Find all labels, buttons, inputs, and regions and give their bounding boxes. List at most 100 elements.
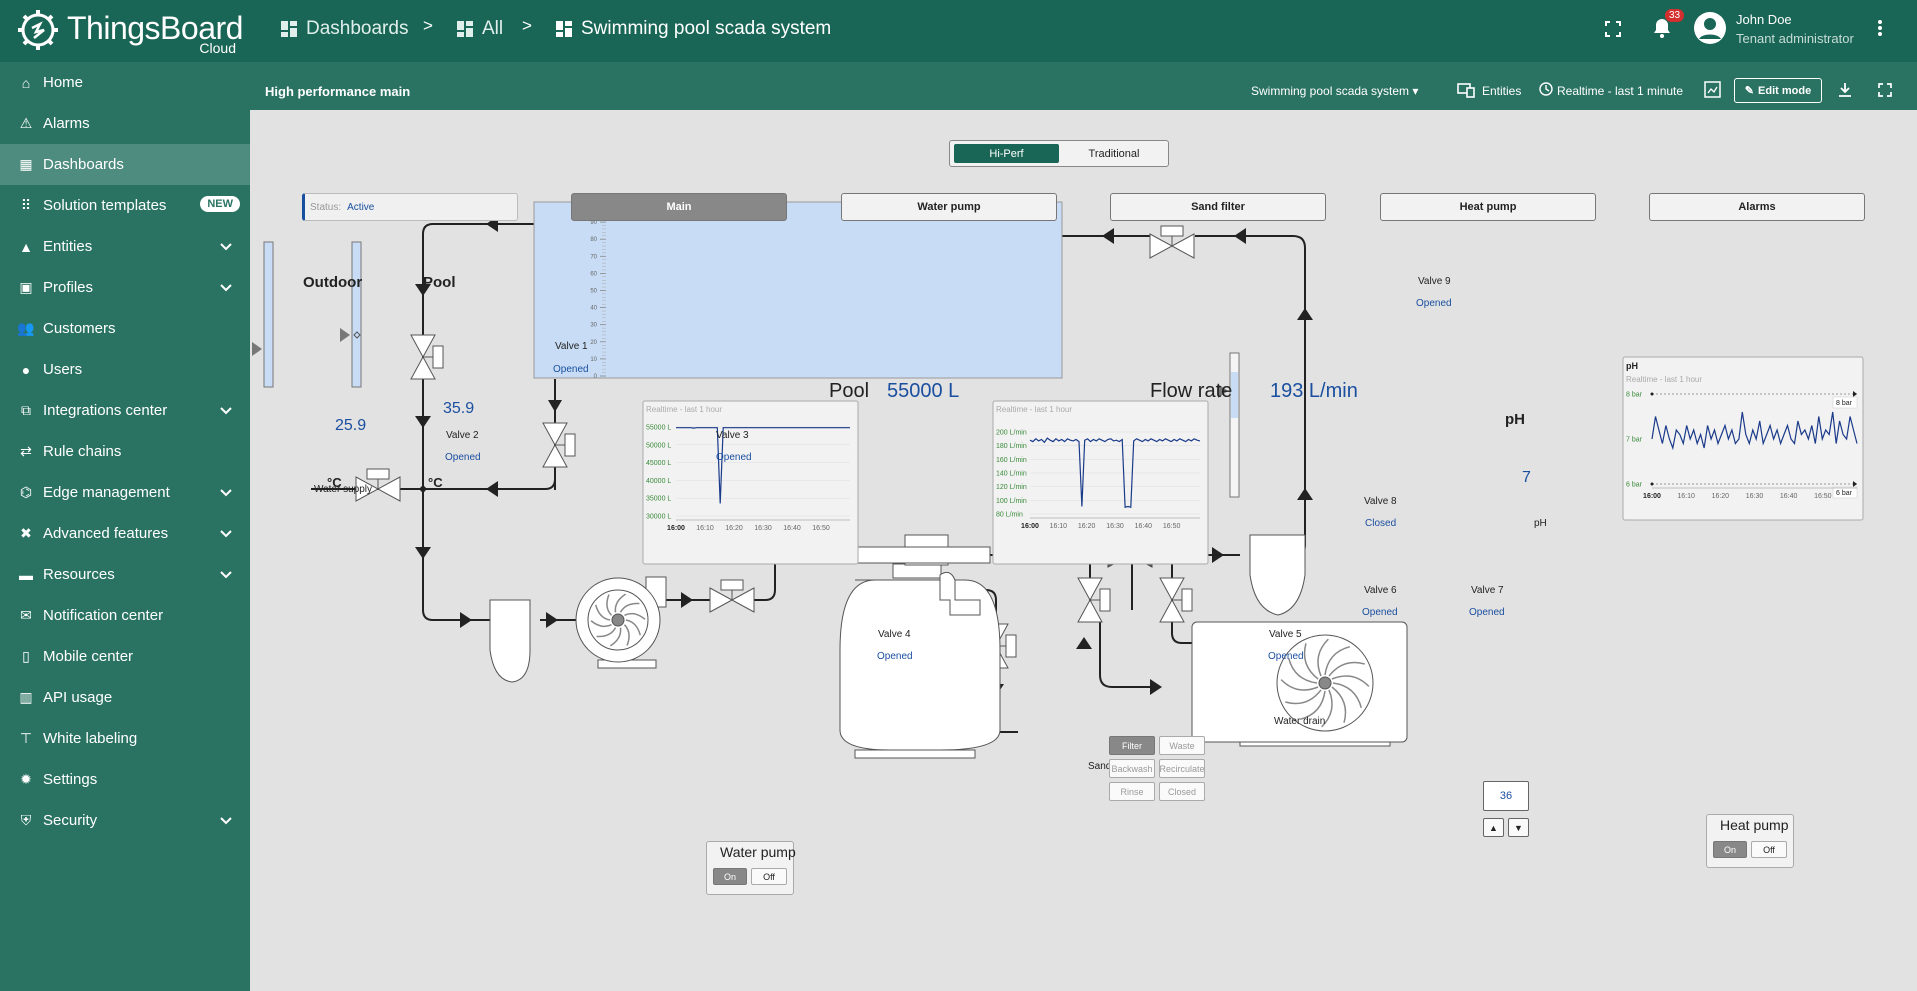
tank-tick-label: 40 (590, 306, 597, 312)
x-tick-label: 16:00 (1021, 523, 1039, 530)
breadcrumb-dashboards[interactable]: Dashboards (280, 18, 408, 40)
chevron-down-icon[interactable] (218, 566, 234, 582)
breadcrumb-all[interactable]: All (456, 18, 503, 40)
user-name[interactable]: John Doe (1736, 12, 1792, 27)
y-tick-label: 140 L/min (996, 471, 1027, 478)
edit-mode-label: Edit mode (1758, 84, 1812, 97)
valve-5-state: Opened (1268, 651, 1304, 662)
filter-mode-filter[interactable]: Filter (1109, 736, 1155, 755)
traditional-option[interactable]: Traditional (1088, 147, 1140, 160)
hiperf-option[interactable]: Hi-Perf (954, 144, 1059, 163)
sidebar-item-rule-chains[interactable]: ⇄Rule chains (0, 431, 250, 472)
setpoint-up-button[interactable]: ▲ (1483, 818, 1504, 837)
limit-arrow (1853, 481, 1857, 487)
heat-pump-off-button[interactable]: Off (1751, 841, 1787, 858)
sidebar-item-integrations-center[interactable]: ⧉Integrations center (0, 390, 250, 431)
valve-4-state: Opened (877, 651, 913, 662)
fan-blade (1317, 638, 1329, 677)
fan-blade (614, 593, 627, 613)
chart-subtitle: Realtime - last 1 hour (1626, 375, 1702, 384)
sidebar-item-alarms[interactable]: ⚠Alarms (0, 103, 250, 144)
brand-logo[interactable]: ThingsBoard Cloud (0, 0, 250, 62)
sidebar-item-label: Entities (43, 238, 93, 255)
valve-5-label[interactable]: Valve 5 (1269, 629, 1302, 640)
valve-2-label[interactable]: Valve 2 (446, 430, 479, 441)
sidebar-item-notification-center[interactable]: ✉Notification center (0, 595, 250, 636)
sidebar-item-mobile-center[interactable]: ▯Mobile center (0, 636, 250, 677)
valve-3-label[interactable]: Valve 3 (716, 430, 749, 441)
sidebar-item-security[interactable]: ⛨Security (0, 800, 250, 841)
filter-mode-backwash[interactable]: Backwash (1109, 759, 1155, 778)
outdoor-pointer-icon (252, 342, 262, 356)
more-vert-icon[interactable] (1870, 18, 1890, 38)
sidebar-item-profiles[interactable]: ▣Profiles (0, 267, 250, 308)
limit-badge (1832, 396, 1858, 409)
tank-tick-label: 10 (590, 357, 597, 363)
valve-9-label[interactable]: Valve 9 (1418, 276, 1451, 287)
sidebar-item-users[interactable]: ● Users (0, 349, 250, 390)
chevron-down-icon[interactable] (218, 484, 234, 500)
valve-1-label[interactable]: Valve 1 (555, 341, 588, 352)
sidebar-item-dashboards[interactable]: ▦Dashboards (0, 144, 250, 185)
valve-4-label[interactable]: Valve 4 (878, 629, 911, 640)
setpoint-down-button[interactable]: ▼ (1508, 818, 1529, 837)
filter-mode-recirculate[interactable]: Recirculate (1159, 759, 1205, 778)
chevron-down-icon[interactable] (218, 279, 234, 295)
pool-unit: °C (428, 475, 443, 490)
fan-blade (609, 627, 622, 647)
sidebar-item-label: Users (43, 361, 83, 378)
fullscreen-icon[interactable] (1603, 19, 1623, 39)
nav-alarms-button[interactable]: Alarms (1649, 193, 1865, 221)
valve-6-label[interactable]: Valve 6 (1364, 585, 1397, 596)
nav-heat-pump-button[interactable]: Heat pump (1380, 193, 1596, 221)
filter-mode-waste[interactable]: Waste (1159, 736, 1205, 755)
download-icon[interactable] (1837, 82, 1853, 98)
sidebar-item-home[interactable]: ⌂Home (0, 62, 250, 103)
edit-mode-button[interactable]: ✎Edit mode (1734, 78, 1822, 103)
avatar-icon[interactable] (1693, 11, 1727, 45)
fan-blade (1331, 675, 1370, 687)
chevron-down-icon[interactable] (218, 402, 234, 418)
tools-icon: ✖ (20, 525, 32, 541)
water-pump-off-button[interactable]: Off (751, 868, 787, 885)
valve-2-icon (355, 468, 401, 502)
dashboard-select[interactable]: Swimming pool scada system ▾ (1251, 84, 1418, 98)
sidebar-item-label: Security (43, 812, 98, 829)
y-tick-label: 120 L/min (996, 484, 1027, 491)
filter-mode-rinse[interactable]: Rinse (1109, 782, 1155, 801)
ph-gauge-fill (1231, 372, 1238, 418)
sidebar-item-advanced-features[interactable]: ✖Advanced features (0, 513, 250, 554)
nav-sand-filter-button[interactable]: Sand filter (1110, 193, 1326, 221)
chevron-down-icon[interactable] (218, 812, 234, 828)
chevron-down-icon[interactable] (218, 238, 234, 254)
x-tick-label: 16:20 (1078, 523, 1096, 530)
fullscreen-icon[interactable] (1877, 82, 1893, 98)
nav-water-pump-button[interactable]: Water pump (841, 193, 1057, 221)
nav-main-button[interactable]: Main (571, 193, 787, 221)
sidebar-item-edge-management[interactable]: ⌬Edge management (0, 472, 250, 513)
sidebar-item-entities[interactable]: ▲Entities (0, 226, 250, 267)
sidebar-item-white-labeling[interactable]: ⊤White labeling (0, 718, 250, 759)
series-line (1651, 411, 1858, 451)
timewindow-button[interactable]: Realtime - last 1 minute (1557, 84, 1684, 98)
integrations-icon: ⧉ (21, 402, 31, 418)
water-pump-on-button[interactable]: On (713, 868, 747, 885)
filter-mode-closed[interactable]: Closed (1159, 782, 1205, 801)
fan-blade (624, 612, 646, 620)
sidebar-item-settings[interactable]: ✹Settings (0, 759, 250, 800)
sidebar-item-resources[interactable]: ▬Resources (0, 554, 250, 595)
sidebar-item-customers[interactable]: 👥Customers (0, 308, 250, 349)
user-icon: ● (21, 361, 31, 378)
valve-7-label[interactable]: Valve 7 (1471, 585, 1504, 596)
chart-icon: ▥ (19, 689, 33, 705)
sidebar-item-label: Profiles (43, 279, 94, 296)
tank-tick-label: 30 (590, 323, 597, 329)
sidebar-item-api-usage[interactable]: ▥API usage (0, 677, 250, 718)
entities-button[interactable]: Entities (1482, 84, 1522, 98)
valve-8-label[interactable]: Valve 8 (1364, 496, 1397, 507)
heat-pump-on-button[interactable]: On (1713, 841, 1747, 858)
bell-icon[interactable] (1650, 16, 1674, 40)
chevron-down-icon[interactable] (218, 525, 234, 541)
layout-icon[interactable] (1704, 81, 1721, 98)
